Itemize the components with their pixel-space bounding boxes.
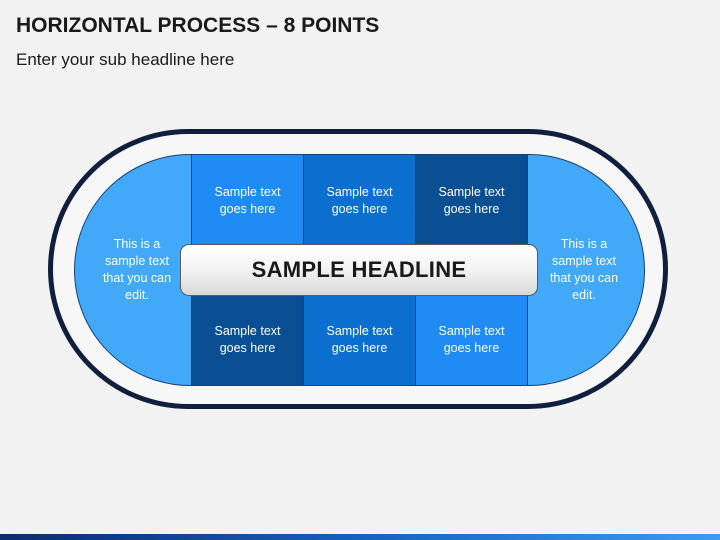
process-step-bottom-1: Sample text goes here [191, 294, 304, 386]
process-step-text: Sample text goes here [214, 324, 281, 355]
process-step-text: Sample text goes here [214, 185, 281, 216]
process-step-text: Sample text goes here [326, 185, 393, 216]
sample-headline-text: SAMPLE HEADLINE [251, 257, 467, 282]
process-step-top-1: Sample text goes here [191, 154, 304, 246]
right-cap-text: This is a sample text that you can edit. [549, 237, 619, 302]
process-step-top-3: Sample text goes here [415, 154, 528, 246]
process-step-text: Sample text goes here [438, 324, 505, 355]
left-cap-text: This is a sample text that you can edit. [102, 237, 172, 302]
process-step-text: Sample text goes here [438, 185, 505, 216]
process-step-bottom-2: Sample text goes here [303, 294, 416, 386]
process-step-top-2: Sample text goes here [303, 154, 416, 246]
sample-headline-box: SAMPLE HEADLINE [180, 244, 538, 296]
page-title: HORIZONTAL PROCESS – 8 POINTS [16, 14, 380, 37]
process-step-bottom-3: Sample text goes here [415, 294, 528, 386]
process-step-text: Sample text goes here [326, 324, 393, 355]
page-subtitle: Enter your sub headline here [16, 50, 235, 69]
footer-accent-bar [0, 534, 720, 540]
